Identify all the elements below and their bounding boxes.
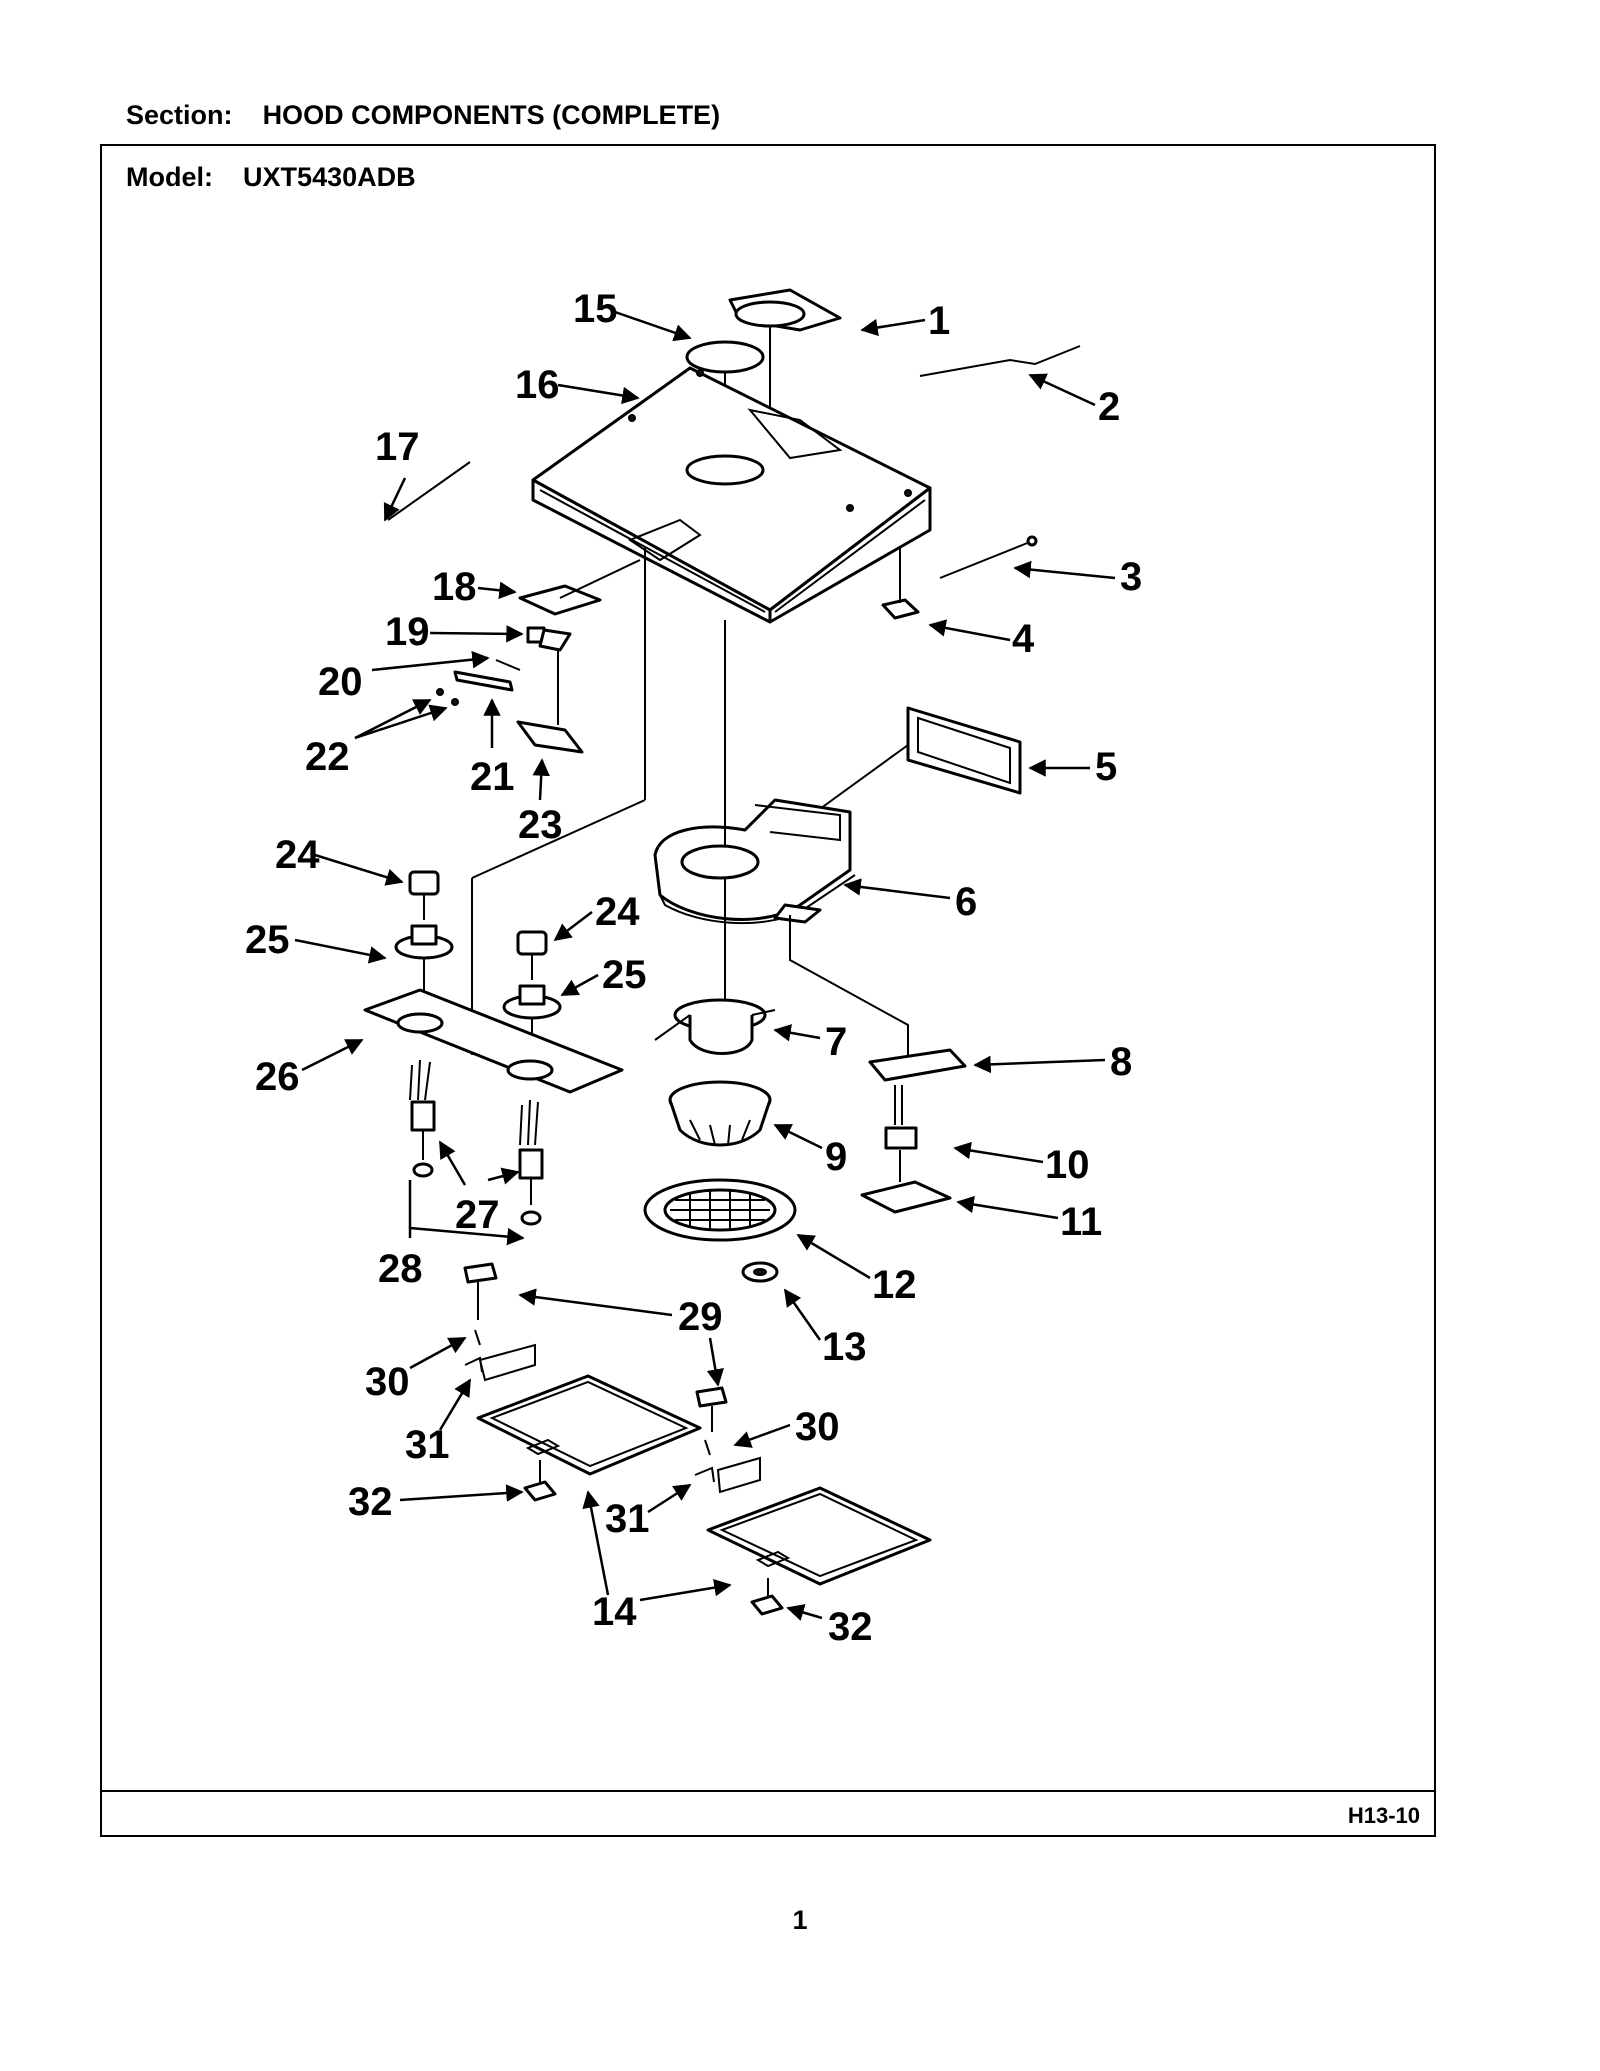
section-name: HOOD COMPONENTS (COMPLETE) [262,100,721,130]
callout-9: 9 [825,1135,847,1179]
callout-26: 26 [255,1055,300,1099]
part-drawings [363,288,1081,1616]
light-box-drawing [868,1048,967,1082]
grease-filter-left-drawing [476,1374,702,1476]
grommet-drawing [741,1261,779,1283]
socket-drawing [884,1126,918,1150]
callout-20: 20 [318,660,363,704]
callout-7: 7 [825,1020,847,1064]
section-title: Section: HOOD COMPONENTS (COMPLETE) [126,100,720,131]
hinge-bracket-left-drawing [463,1262,498,1284]
callout-12: 12 [872,1263,917,1307]
clip-drawing [881,598,920,620]
hinge-bracket-right-drawing [695,1386,728,1408]
callout-8: 8 [1110,1040,1132,1084]
grille-ring-drawing [643,1178,797,1242]
knob-right-drawing [516,930,548,956]
callout-28: 28 [378,1247,423,1291]
gasket-drawing [906,706,1022,795]
wire-connector-left-drawing [410,1100,436,1132]
callout-numbers: 1 2 3 4 5 6 7 8 9 10 11 12 13 14 14 15 1… [245,287,1142,1649]
callout-2: 2 [1098,385,1120,429]
callout-23: 23 [518,803,563,847]
rotary-switch-right-drawing [502,984,562,1020]
switch-bracket-drawing [518,584,602,616]
callout-5: 5 [1095,745,1117,789]
model-number: UXT5430ADB [243,162,416,192]
spring-left-drawing [474,1329,481,1346]
damper-disc-drawing [685,340,765,374]
filter-clip-left-drawing [523,1480,557,1502]
callout-10: 10 [1045,1143,1090,1187]
duct-collar-plate-drawing [728,288,842,332]
filter-rod-drawing [387,461,471,521]
callout-6: 6 [955,880,977,924]
callout-31-left: 31 [405,1423,450,1467]
cover-plate-drawing [516,720,584,754]
rotary-switch-left-drawing [394,924,454,960]
callout-15: 15 [573,287,618,331]
callout-31-right: 31 [605,1497,650,1541]
model-line: Model: UXT5430ADB [126,162,416,193]
model-label: Model: [126,162,213,192]
section-label: Section: [126,100,233,130]
callout-17: 17 [375,425,420,469]
motor-drawing [654,998,776,1055]
callout-29-left: 29 [678,1295,723,1339]
callout-16: 16 [515,363,560,407]
callout-14-left: 14 [592,1590,637,1634]
callout-32-left: 32 [348,1480,393,1524]
drawing-code: H13-10 [1347,1803,1420,1828]
filter-clip-right-drawing [750,1594,784,1616]
short-rod-drawing [939,541,1031,579]
spring-right-drawing [704,1439,711,1456]
callout-13: 13 [822,1325,867,1369]
control-panel-drawing [363,988,624,1094]
callout-22: 22 [305,735,350,779]
blower-wheel-drawing [668,1080,772,1147]
rod-drawing [919,345,1081,377]
knob-left-drawing [408,870,440,896]
clip-right-drawing [694,1466,715,1483]
callout-24-left: 24 [275,833,320,877]
diagram-frame [100,144,1436,1837]
callout-25-right: 25 [602,953,647,997]
callout-27: 27 [455,1193,500,1237]
callout-1: 1 [928,299,950,343]
callout-30-left: 30 [365,1360,410,1404]
grease-filter-right-drawing [706,1486,932,1586]
callout-30-right: 30 [795,1405,840,1449]
footer-rule [100,1790,1436,1792]
callout-25-left: 25 [245,918,290,962]
callout-32-right: 32 [828,1605,873,1649]
wire-connector-right-drawing [518,1148,544,1180]
callout-3: 3 [1120,555,1142,599]
page-number: 1 [792,1905,808,1935]
leader-arrows [294,310,1116,1621]
switch-plate-drawing [453,670,514,692]
callout-21: 21 [470,755,515,799]
callout-11: 11 [1060,1200,1102,1244]
callout-4: 4 [1012,617,1035,661]
blower-housing-drawing [653,798,856,925]
callout-18: 18 [432,565,477,609]
hood-body-drawing [531,366,932,624]
callout-19: 19 [385,610,430,654]
callout-24-right: 24 [595,890,640,934]
lens-drawing [860,1180,952,1214]
